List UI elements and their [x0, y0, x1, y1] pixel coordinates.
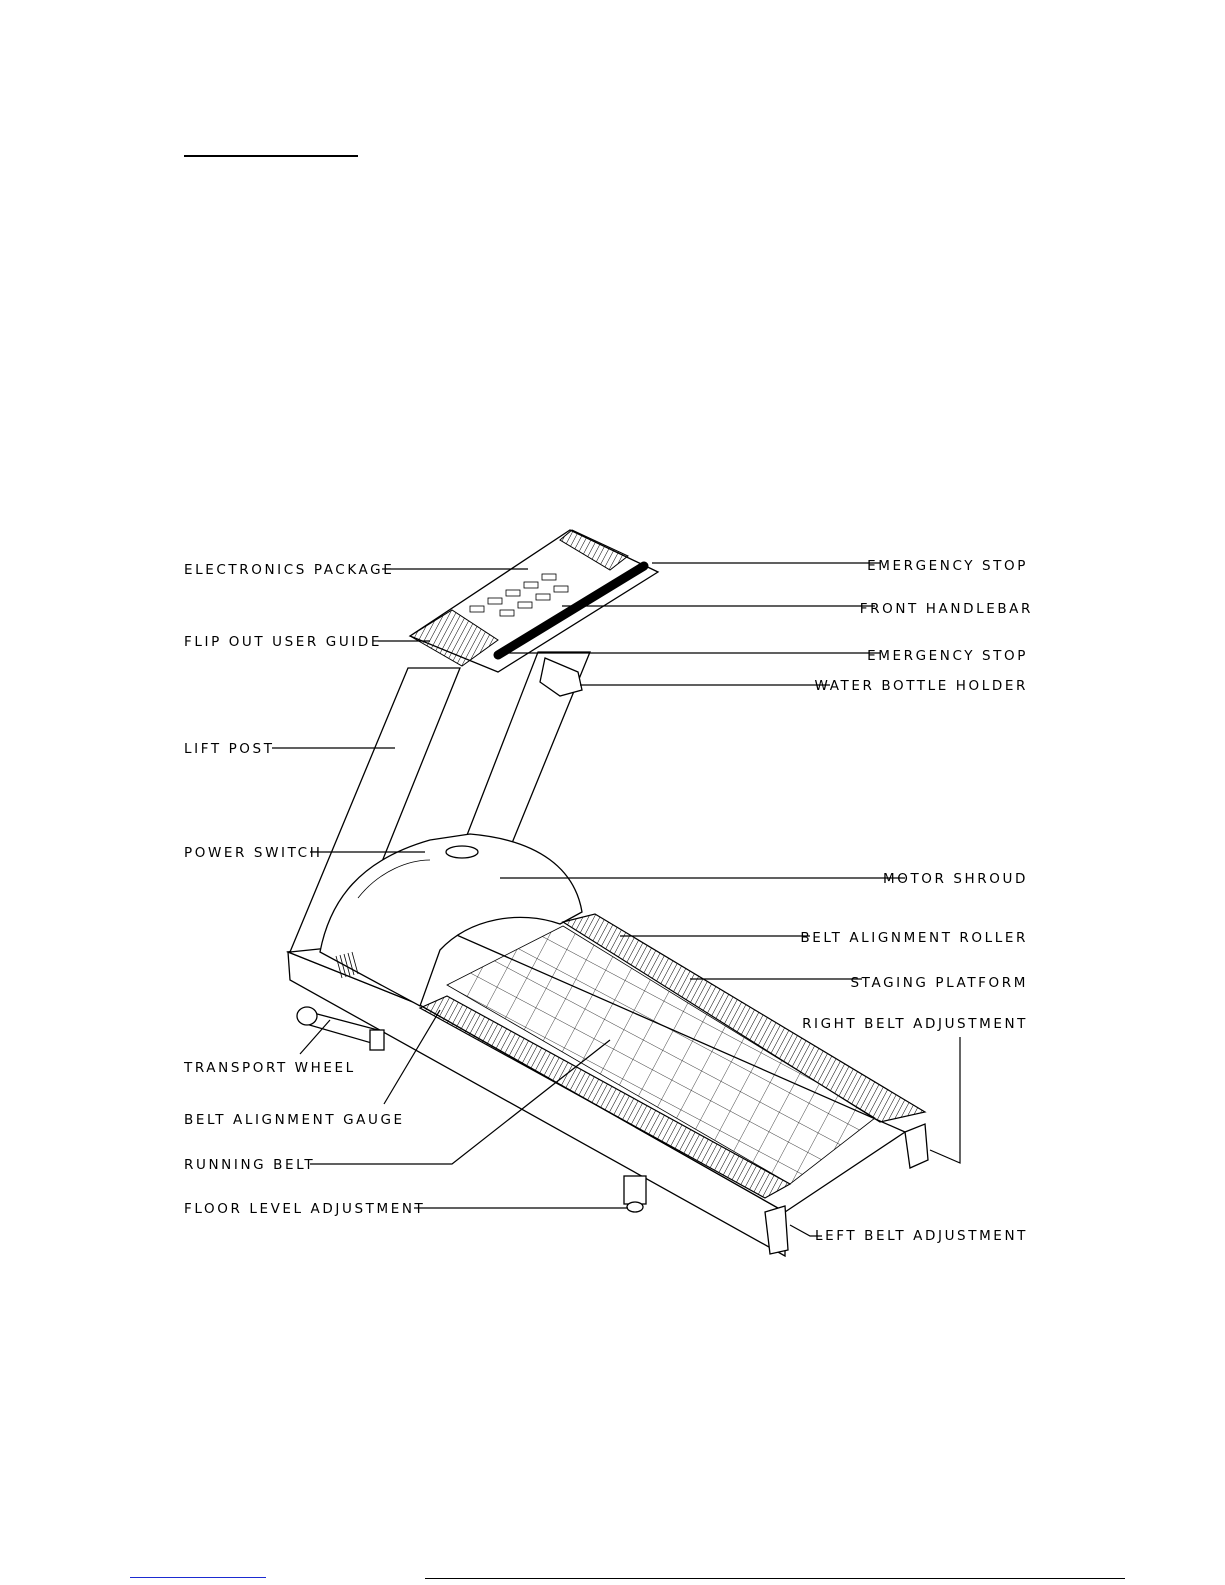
label-power-switch: POWER SWITCH [184, 845, 322, 861]
label-belt-alignment-gauge: BELT ALIGNMENT GAUGE [184, 1112, 405, 1128]
label-flip-out-user-guide: FLIP OUT USER GUIDE [184, 634, 382, 650]
label-emergency-stop-top: EMERGENCY STOP [867, 558, 1028, 574]
label-floor-level-adjustment: FLOOR LEVEL ADJUSTMENT [184, 1201, 425, 1217]
label-transport-wheel: TRANSPORT WHEEL [183, 1060, 356, 1076]
label-front-handlebar: FRONT HANDLEBAR [860, 601, 1033, 617]
label-right-belt-adjustment: RIGHT BELT ADJUSTMENT [802, 1016, 1028, 1032]
label-motor-shroud: MOTOR SHROUD [883, 871, 1028, 887]
label-left-belt-adjustment: LEFT BELT ADJUSTMENT [815, 1228, 1028, 1244]
label-staging-platform: STAGING PLATFORM [851, 975, 1028, 991]
label-water-bottle-holder: WATER BOTTLE HOLDER [815, 678, 1029, 694]
footer-link-rule [130, 1577, 266, 1578]
label-running-belt: RUNNING BELT [184, 1157, 315, 1173]
label-electronics-package: ELECTRONICS PACKAGE [184, 562, 394, 578]
label-belt-alignment-roller: BELT ALIGNMENT ROLLER [800, 930, 1028, 946]
label-lift-post: LIFT POST [184, 741, 275, 757]
treadmill-drawing [288, 530, 928, 1256]
footer-rule [425, 1578, 1125, 1579]
label-emergency-stop-bottom: EMERGENCY STOP [867, 648, 1028, 664]
